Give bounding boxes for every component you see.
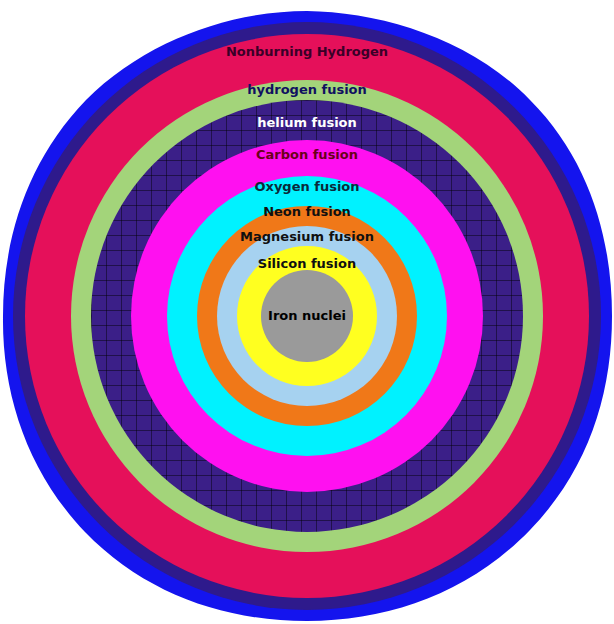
- shell-label: Oxygen fusion: [254, 179, 359, 195]
- star-shell: Silicon fusionIron nuclei: [237, 246, 377, 386]
- outer-edge: [3, 11, 612, 621]
- shell-label: Silicon fusion: [258, 256, 356, 272]
- star-shell: Iron nuclei: [261, 270, 353, 362]
- shell-label: Magnesium fusion: [240, 229, 374, 245]
- star-shell: helium fusionCarbon fusionOxygen fusionN…: [91, 100, 523, 532]
- outer-band: [13, 22, 601, 610]
- shell-label: hydrogen fusion: [247, 82, 367, 98]
- star-shell: Carbon fusionOxygen fusionNeon fusionMag…: [131, 140, 483, 492]
- shell-label: Nonburning Hydrogen: [226, 44, 388, 60]
- star-shell: Magnesium fusionSilicon fusionIron nucle…: [217, 226, 397, 406]
- shell-label: Neon fusion: [263, 204, 351, 220]
- star-shell: Oxygen fusionNeon fusionMagnesium fusion…: [167, 176, 447, 456]
- shell-label: Iron nuclei: [268, 308, 346, 324]
- star-shell: Neon fusionMagnesium fusionSilicon fusio…: [197, 206, 417, 426]
- shell-label: helium fusion: [257, 115, 357, 131]
- star-shell: hydrogen fusion helium fusionCarbon fusio…: [71, 80, 543, 552]
- shell-label: Carbon fusion: [256, 147, 358, 163]
- star-shell: Nonburning Hydrogen hydrogen fusion helium…: [25, 34, 589, 598]
